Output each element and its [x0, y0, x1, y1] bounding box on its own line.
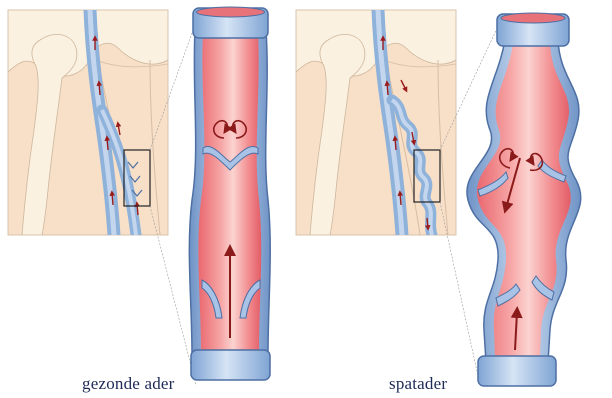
vein-top-opening: [197, 7, 265, 17]
vein-bottom-cap: [191, 350, 270, 380]
varicose-vein-vessel: [467, 13, 581, 386]
leader-line-bottom: [440, 202, 480, 385]
vein-bottom-cap: [478, 356, 556, 386]
healthy-vein-vessel: [189, 7, 270, 380]
leg-panel-healthy: [8, 10, 196, 385]
image-credit: [597, 18, 609, 248]
vein-top-opening: [501, 13, 565, 23]
label-healthy-vein: gezonde ader: [82, 374, 175, 394]
label-varicose-vein: spatader: [389, 374, 447, 394]
